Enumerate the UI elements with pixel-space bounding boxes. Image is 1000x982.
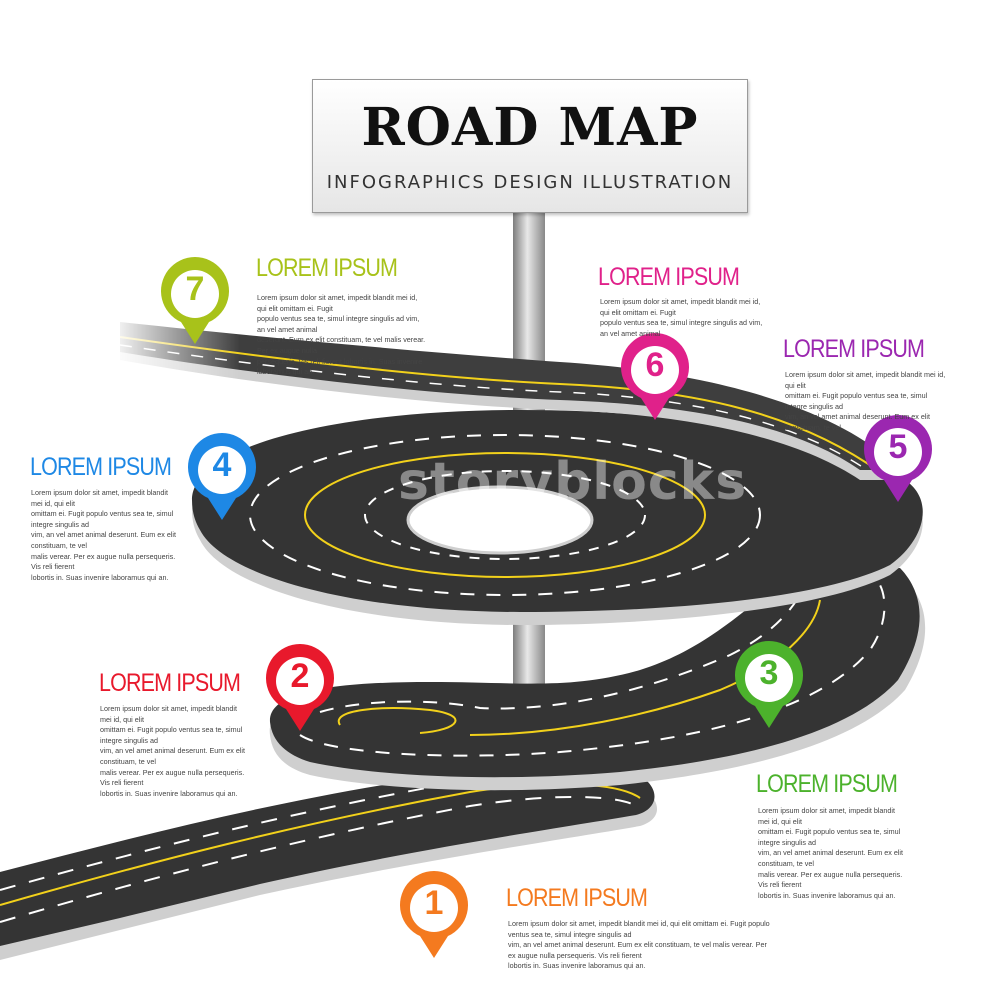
milestone-1-heading: LOREM IPSUM — [506, 884, 648, 912]
milestone-5-pin: 5 — [862, 414, 934, 514]
milestone-6-heading: LOREM IPSUM — [598, 263, 740, 291]
watermark: storyblocks — [398, 452, 748, 512]
sign-subtitle: INFOGRAPHICS DESIGN ILLUSTRATION — [326, 172, 734, 193]
milestone-6-number: 6 — [645, 346, 665, 384]
road-segment-upper — [110, 300, 905, 480]
location-pin-icon — [864, 415, 932, 502]
milestone-3-heading: LOREM IPSUM — [756, 770, 898, 798]
location-pin-icon — [188, 433, 256, 520]
milestone-5-text: Lorem ipsum dolor sit amet, impedit blan… — [785, 370, 946, 432]
milestone-7-pin: 7 — [159, 256, 231, 356]
location-pin-icon — [621, 333, 689, 420]
milestone-5-number: 5 — [888, 428, 908, 466]
road-segment-spiral — [192, 410, 923, 625]
milestone-1-text: Lorem ipsum dolor sit amet, impedit blan… — [508, 919, 770, 971]
milestone-3-number: 3 — [759, 654, 779, 692]
milestone-2-number: 2 — [290, 657, 310, 695]
road-segment-lower — [0, 767, 658, 960]
milestone-6-text: Lorem ipsum dolor sit amet, impedit blan… — [600, 297, 763, 338]
milestone-7-heading: LOREM IPSUM — [256, 254, 398, 282]
milestone-6-pin: 6 — [619, 332, 691, 432]
milestone-5-heading: LOREM IPSUM — [783, 335, 925, 363]
milestone-1-number: 1 — [424, 884, 444, 922]
location-pin-icon — [400, 871, 468, 958]
sign-title: ROAD MAP — [361, 97, 699, 158]
location-pin-icon — [161, 257, 229, 344]
milestone-7-text: Lorem ipsum dolor sit amet, impedit blan… — [257, 293, 426, 377]
road-map-sign: ROAD MAP INFOGRAPHICS DESIGN ILLUSTRATIO… — [312, 79, 748, 213]
milestone-4-text: Lorem ipsum dolor sit amet, impedit blan… — [31, 488, 177, 582]
road-segment-lower-coil — [269, 568, 926, 791]
milestone-3-pin: 3 — [733, 640, 805, 740]
location-pin-icon — [735, 641, 803, 728]
milestone-1-pin: 1 — [398, 870, 470, 970]
milestone-4-heading: LOREM IPSUM — [30, 453, 172, 481]
milestone-4-number: 4 — [212, 446, 232, 484]
milestone-4-pin: 4 — [186, 432, 258, 532]
milestone-2-text: Lorem ipsum dolor sit amet, impedit blan… — [100, 704, 246, 798]
milestone-7-number: 7 — [185, 270, 205, 308]
milestone-2-pin: 2 — [264, 643, 336, 743]
location-pin-icon — [266, 644, 334, 731]
milestone-2-heading: LOREM IPSUM — [99, 669, 241, 697]
milestone-3-text: Lorem ipsum dolor sit amet, impedit blan… — [758, 806, 904, 900]
